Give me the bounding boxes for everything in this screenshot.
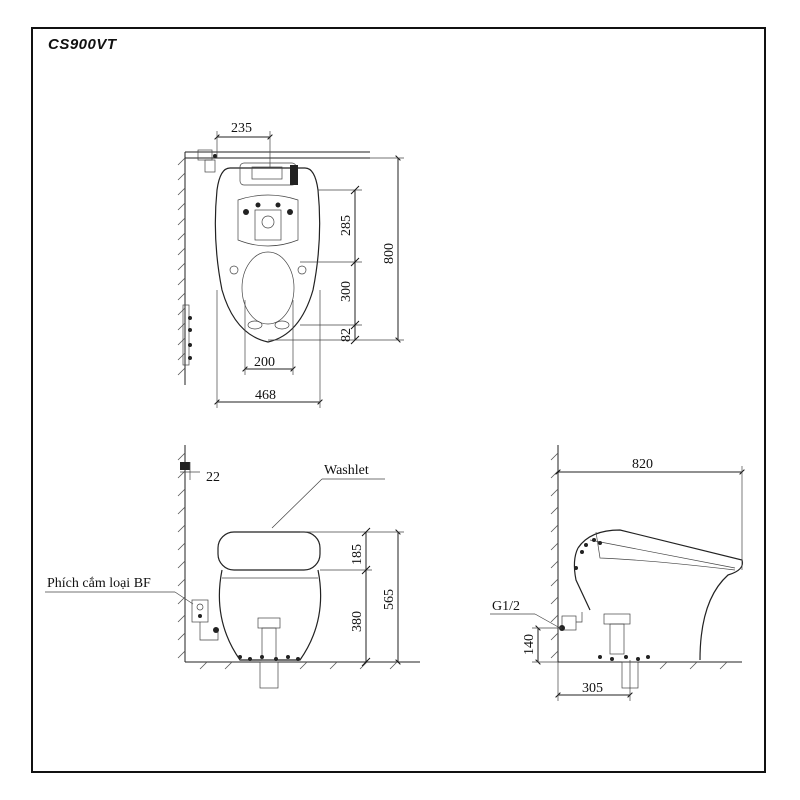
dim-468-text: 468 [255, 388, 276, 403]
dimension-800: 800 [362, 155, 404, 343]
front-view-wall-floor [177, 445, 420, 670]
dimension-820: 820 [555, 457, 745, 570]
model-title: CS900VT [48, 36, 117, 53]
g12-callout: G1/2 [490, 599, 561, 629]
plug-callout: Phích cắm loại BF [45, 576, 194, 605]
dimension-chain-right: 285 300 82 [268, 185, 362, 345]
dim-800-text: 800 [382, 243, 397, 264]
dim-305-text: 305 [582, 681, 603, 696]
dim-285-text: 285 [339, 215, 354, 236]
washlet-label: Washlet [324, 463, 369, 478]
top-view-bowl [214, 162, 321, 343]
dim-820-text: 820 [632, 457, 653, 472]
dim-22-text: 22 [206, 470, 220, 485]
dim-140-text: 140 [522, 634, 537, 655]
dim-200-text: 200 [254, 355, 275, 370]
washlet-callout: Washlet [271, 463, 385, 529]
dimension-140: 140 [522, 625, 562, 665]
dimension-468: 468 [214, 290, 323, 408]
front-dimension-chain: 185 380 [300, 527, 372, 667]
dim-235-text: 235 [231, 121, 252, 136]
dimension-200: 200 [242, 300, 296, 375]
dim-565-text: 565 [382, 589, 397, 610]
g12-label: G1/2 [492, 599, 520, 614]
dim-82-text: 82 [339, 328, 354, 342]
dimension-305: 305 [555, 660, 633, 701]
dimension-565: 565 [372, 529, 404, 665]
plug-label: Phích cắm loại BF [47, 576, 151, 591]
side-view: 820 G1/2 140 305 [490, 445, 745, 701]
dim-380-text: 380 [350, 611, 365, 632]
side-view-toilet [559, 529, 744, 689]
dim-185-text: 185 [350, 544, 365, 565]
side-view-wall-floor [550, 445, 742, 670]
front-view-toilet [191, 531, 322, 689]
dimension-235: 235 [214, 121, 273, 168]
top-view-wall [177, 149, 370, 385]
dim-300-text: 300 [339, 281, 354, 302]
top-view: 235 285 300 82 800 200 [177, 121, 404, 408]
front-view: 22 Washlet [45, 445, 420, 689]
